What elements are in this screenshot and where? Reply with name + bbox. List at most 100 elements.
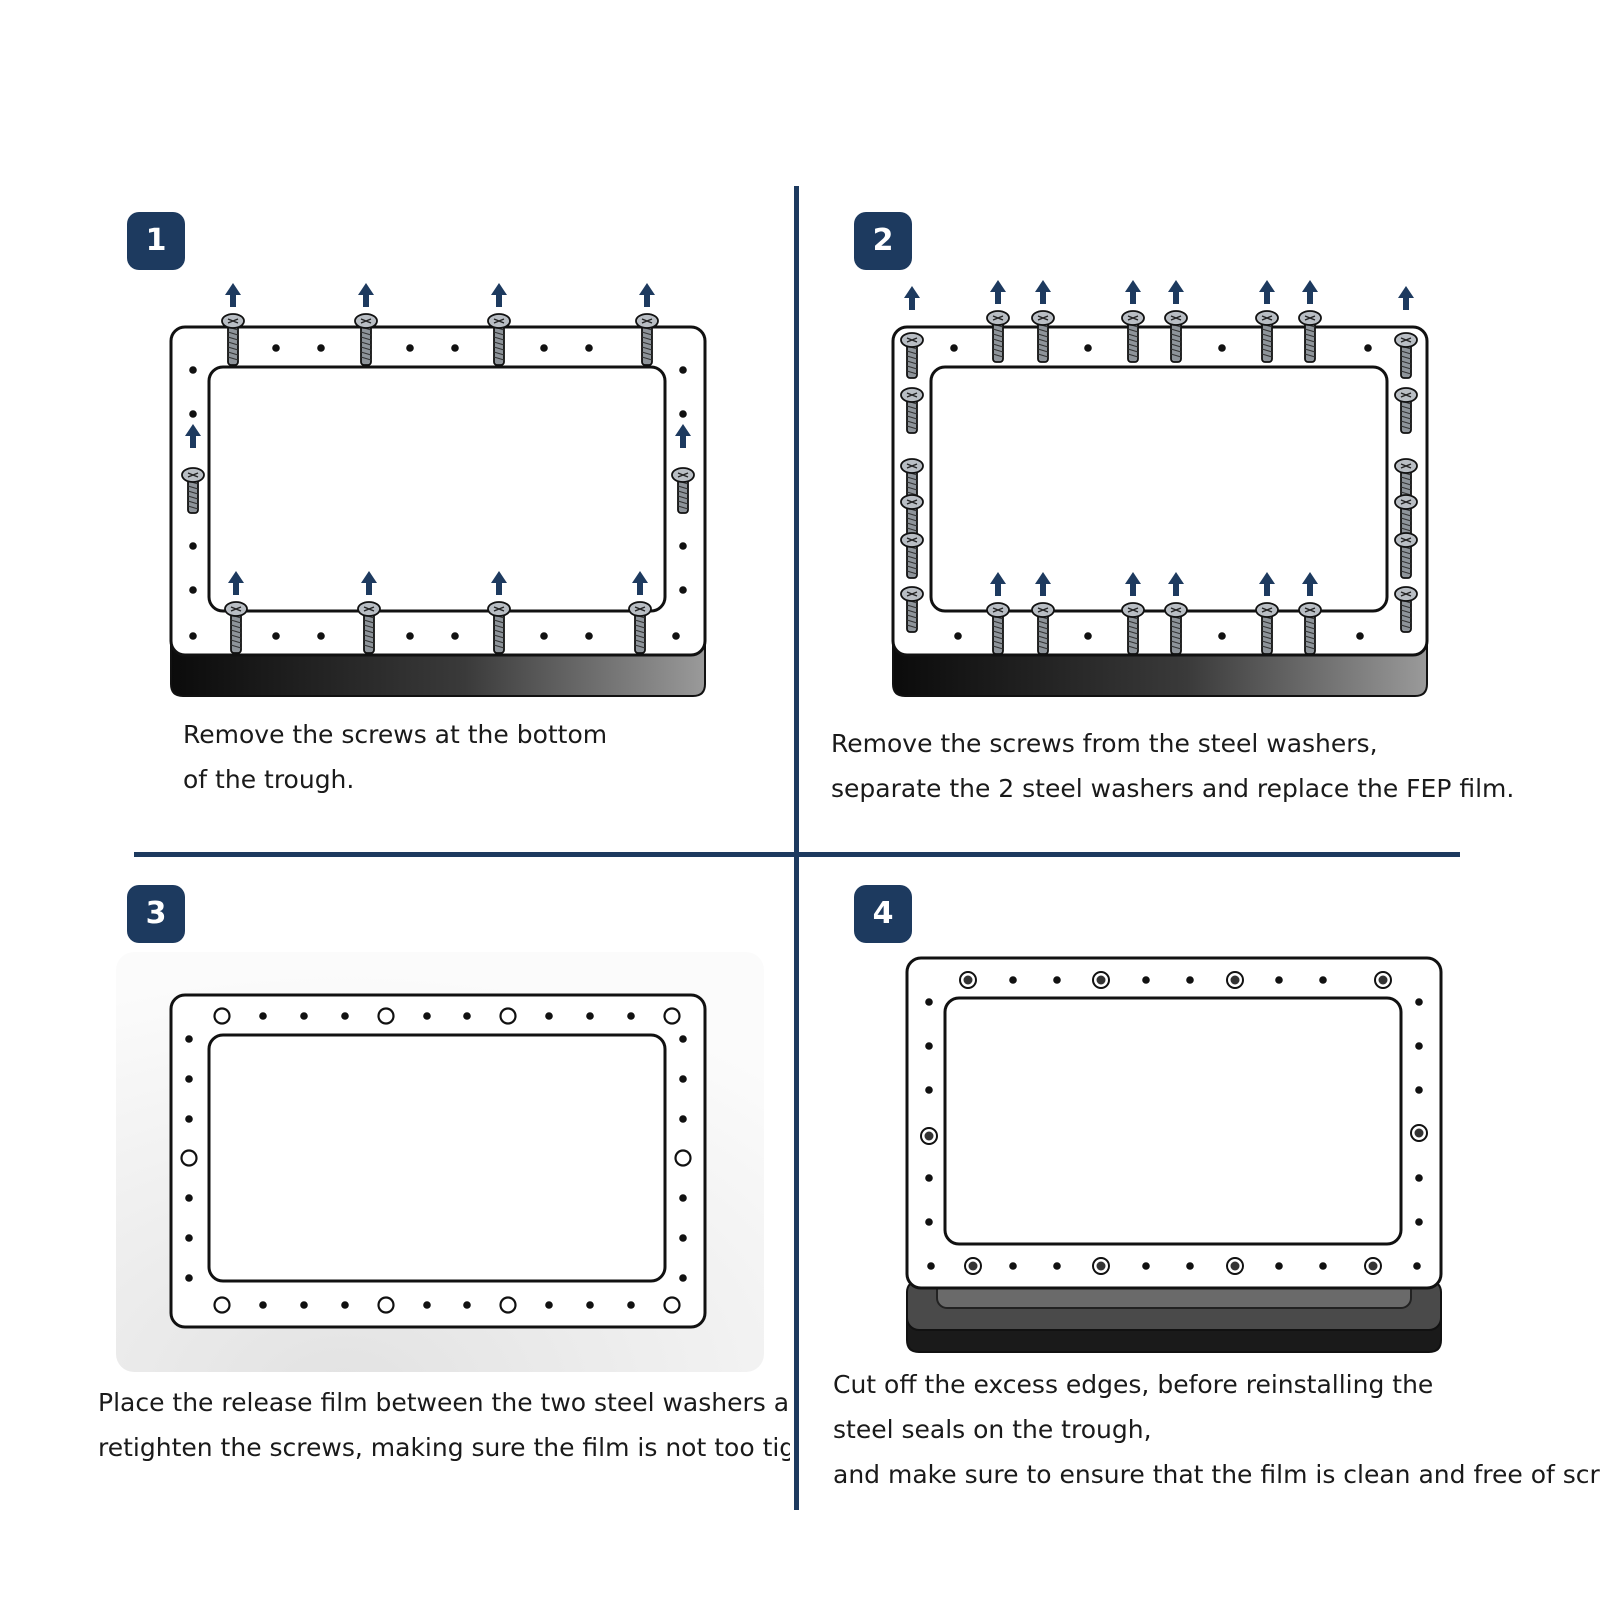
hole-dot <box>341 1012 349 1020</box>
hole-dot <box>189 542 197 550</box>
screw-hole <box>499 1296 517 1314</box>
hole-dot <box>1218 632 1226 640</box>
hole-dot <box>259 1012 267 1020</box>
screw-hole <box>674 1149 692 1167</box>
screw-icon <box>487 313 511 366</box>
steel-washer-frame <box>169 325 707 657</box>
up-arrow-icon <box>1125 280 1141 304</box>
hole-dot <box>1142 976 1150 984</box>
step-2-caption: Remove the screws from the steel washers… <box>831 721 1599 811</box>
screw-hole <box>213 1296 231 1314</box>
screw-hole <box>180 1149 198 1167</box>
hole-dot <box>272 632 280 640</box>
hole-dot <box>950 344 958 352</box>
hole-dot <box>585 344 593 352</box>
screw-icon <box>1121 310 1145 363</box>
hole-dot <box>185 1035 193 1043</box>
hole-dot <box>189 366 197 374</box>
hole-dot <box>1009 1262 1017 1270</box>
screw-icon <box>1394 532 1418 579</box>
screw-icon <box>900 387 924 434</box>
hole-dot <box>679 1274 687 1282</box>
screw-hole <box>377 1007 395 1025</box>
hole-dot <box>1009 976 1017 984</box>
hole-dot <box>545 1301 553 1309</box>
hole-dot <box>679 542 687 550</box>
screw-icon <box>671 467 695 514</box>
hole-dot <box>925 1086 933 1094</box>
up-arrow-icon <box>225 283 241 307</box>
hole-dot <box>679 1234 687 1242</box>
installed-screw-icon <box>920 1127 938 1145</box>
hole-dot <box>1415 1174 1423 1182</box>
steel-washer-frame <box>169 993 707 1329</box>
up-arrow-icon <box>361 571 377 595</box>
hole-dot <box>1186 976 1194 984</box>
up-arrow-icon <box>1302 280 1318 304</box>
caption-line: retighten the screws, making sure the fi… <box>98 1433 790 1462</box>
hole-dot <box>1415 1042 1423 1050</box>
hole-dot <box>1356 632 1364 640</box>
screw-hole <box>377 1296 395 1314</box>
hole-dot <box>300 1012 308 1020</box>
hole-dot <box>925 1218 933 1226</box>
caption-line: Cut off the excess edges, before reinsta… <box>833 1370 1434 1399</box>
hole-dot <box>185 1115 193 1123</box>
screw-icon <box>1255 310 1279 363</box>
hole-dot <box>189 632 197 640</box>
hole-dot <box>679 1194 687 1202</box>
caption-line: Remove the screws at the bottom <box>183 720 608 749</box>
up-arrow-icon <box>1259 572 1275 596</box>
hole-dots <box>950 344 1372 640</box>
up-arrow-icon <box>358 283 374 307</box>
hole-dot <box>1186 1262 1194 1270</box>
hole-dot <box>1053 976 1061 984</box>
step-4-caption: Cut off the excess edges, before reinsta… <box>833 1362 1600 1497</box>
steel-washer-frame <box>905 956 1443 1290</box>
up-arrow-icon <box>1035 280 1051 304</box>
hole-dot <box>300 1301 308 1309</box>
screw-icon <box>986 602 1010 655</box>
hole-dot <box>463 1012 471 1020</box>
up-arrow-icon <box>1035 572 1051 596</box>
hole-dot <box>1275 976 1283 984</box>
hole-dot <box>672 632 680 640</box>
hole-dot <box>679 1035 687 1043</box>
installed-screw-icon <box>1364 1257 1382 1275</box>
screw-icon <box>1031 310 1055 363</box>
hole-dot <box>1275 1262 1283 1270</box>
hole-dot <box>679 366 687 374</box>
step-4-badge: 4 <box>854 885 912 943</box>
steel-washer-frame <box>891 325 1429 657</box>
caption-line: separate the 2 steel washers and replace… <box>831 774 1515 803</box>
screw-icon <box>900 532 924 579</box>
step-2-illustration <box>891 280 1429 697</box>
hole-dot <box>679 586 687 594</box>
hole-dot <box>1053 1262 1061 1270</box>
screw-icon <box>224 601 248 654</box>
screw-hole <box>213 1007 231 1025</box>
screw-icon <box>1394 458 1418 505</box>
hole-dot <box>259 1301 267 1309</box>
hole-dot <box>463 1301 471 1309</box>
hole-dot <box>627 1301 635 1309</box>
hole-dot <box>1415 1218 1423 1226</box>
hole-dot <box>451 344 459 352</box>
installed-screw-icon <box>1092 1257 1110 1275</box>
hole-dot <box>540 344 548 352</box>
trough-base <box>906 1279 1442 1353</box>
installed-screws <box>920 971 1428 1275</box>
hole-dot <box>185 1234 193 1242</box>
caption-line: of the trough. <box>183 765 355 794</box>
screw-icon <box>487 601 511 654</box>
up-arrow-icon <box>990 280 1006 304</box>
hole-dot <box>1142 1262 1150 1270</box>
hole-dot <box>406 632 414 640</box>
hole-dot <box>317 632 325 640</box>
hole-dot <box>189 586 197 594</box>
step-1-illustration <box>169 283 707 697</box>
screw-icon <box>900 332 924 379</box>
up-arrow-icon <box>1302 572 1318 596</box>
screw-icon <box>1298 310 1322 363</box>
